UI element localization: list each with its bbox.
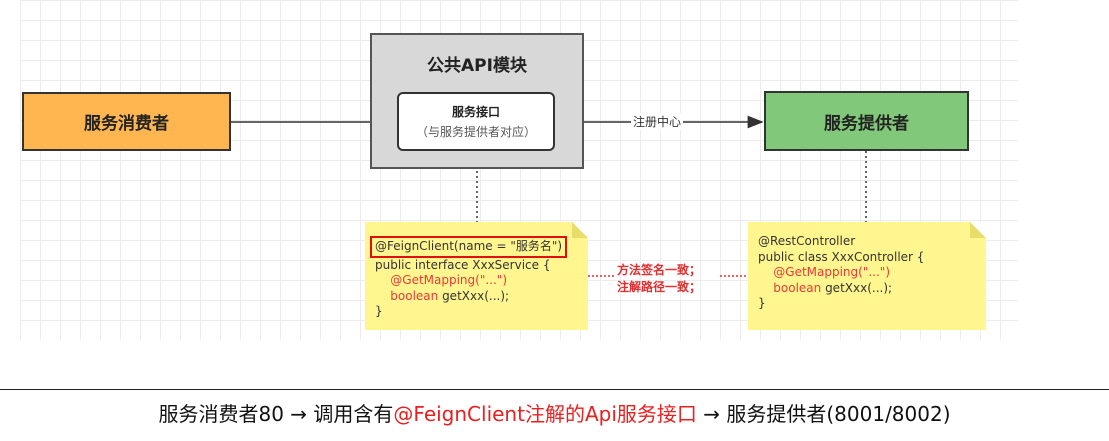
rest-controller-note: @RestController public class XxxControll… <box>748 222 986 330</box>
caption-part1: 服务消费者80 → 调用含有 <box>158 402 394 426</box>
right-note-method: getXxx(...); <box>821 280 893 295</box>
right-note-line5: } <box>758 296 766 310</box>
interface-title: 服务接口 <box>451 105 500 119</box>
annotation-path-text: 注解路径一致； <box>617 280 702 294</box>
right-note-line2: public class XxxController { <box>758 249 925 264</box>
registry-edge-label: 注册中心 <box>631 113 684 130</box>
provider-label: 服务提供者 <box>824 113 909 134</box>
method-signature-text: 方法签名一致； <box>617 263 702 277</box>
right-note-keyword: boolean <box>773 280 822 295</box>
caption: 服务消费者80 → 调用含有@FeignClient注解的Api服务接口 → 服… <box>0 398 1109 427</box>
diagram-canvas: 服务消费者 公共API模块 服务接口 （与服务提供者对应） 注册中心 服务提供者… <box>20 0 1018 340</box>
left-note-method: getXxx(...); <box>438 288 510 303</box>
left-note-line3: @GetMapping("...") <box>390 273 507 287</box>
caption-highlight: @FeignClient注解的Api服务接口 <box>393 402 697 426</box>
feign-client-note: @FeignClient(name = "服务名") public interf… <box>365 222 588 330</box>
left-note-line2: public interface XxxService { <box>375 257 551 272</box>
service-provider-box: 服务提供者 <box>764 91 969 151</box>
left-note-keyword: boolean <box>390 288 439 303</box>
left-note-line5: } <box>375 304 383 318</box>
interface-subtitle: （与服务提供者对应） <box>415 125 536 139</box>
feign-client-annotation: @FeignClient(name = "服务名") <box>370 236 568 258</box>
service-consumer-box: 服务消费者 <box>22 92 231 151</box>
module-label: 公共API模块 <box>427 56 527 76</box>
right-note-line3: @GetMapping("...") <box>773 265 890 279</box>
note-fold-corner <box>970 222 986 238</box>
right-note-line1: @RestController <box>758 234 856 248</box>
caption-divider <box>0 389 1109 390</box>
consistency-notes: 方法签名一致； 注解路径一致； <box>617 262 701 296</box>
caption-part3: → 服务提供者(8001/8002) <box>696 402 951 426</box>
service-interface-box: 服务接口 （与服务提供者对应） <box>397 92 555 151</box>
note-fold-corner <box>572 222 588 238</box>
consumer-label: 服务消费者 <box>84 114 169 134</box>
